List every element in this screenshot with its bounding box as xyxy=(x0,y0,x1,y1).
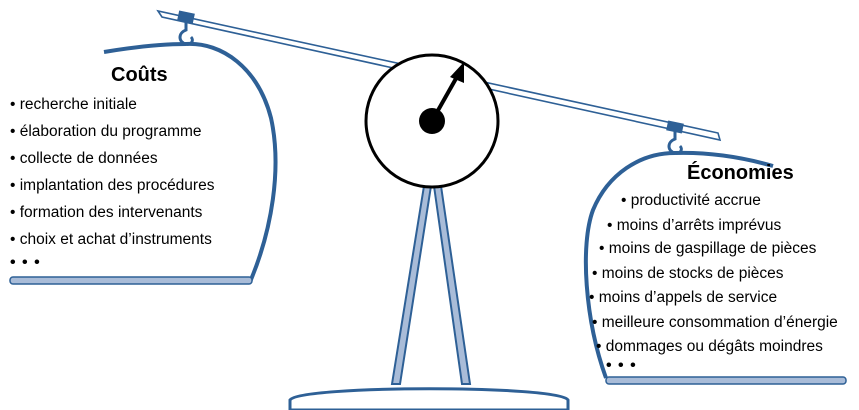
stand-base xyxy=(290,389,568,410)
stand-legs xyxy=(392,186,470,384)
savings-item: • moins d’appels de service xyxy=(589,289,777,307)
costs-item: • implantation des procédures xyxy=(10,177,214,195)
savings-item: • dommages ou dégâts moindres xyxy=(596,338,823,356)
savings-more: • • • xyxy=(606,357,637,375)
costs-item: • collecte de données xyxy=(10,150,158,168)
costs-title: Coûts xyxy=(111,64,168,87)
left-pan-tray xyxy=(10,277,252,284)
costs-item: • élaboration du programme xyxy=(10,123,202,141)
costs-item: • choix et achat d’instruments xyxy=(10,231,212,249)
costs-more: • • • xyxy=(10,254,41,272)
savings-item: • moins de stocks de pièces xyxy=(592,265,784,283)
savings-item: • productivité accrue xyxy=(621,192,761,210)
savings-item: • moins de gaspillage de pièces xyxy=(599,240,816,258)
costs-item: • recherche initiale xyxy=(10,96,137,114)
right-pan-tray xyxy=(606,377,846,384)
dial xyxy=(366,55,498,187)
savings-title: Économies xyxy=(687,162,794,185)
savings-item: • meilleure consommation d’énergie xyxy=(592,314,838,332)
costs-item: • formation des intervenants xyxy=(10,204,202,222)
savings-item: • moins d’arrêts imprévus xyxy=(607,217,781,235)
